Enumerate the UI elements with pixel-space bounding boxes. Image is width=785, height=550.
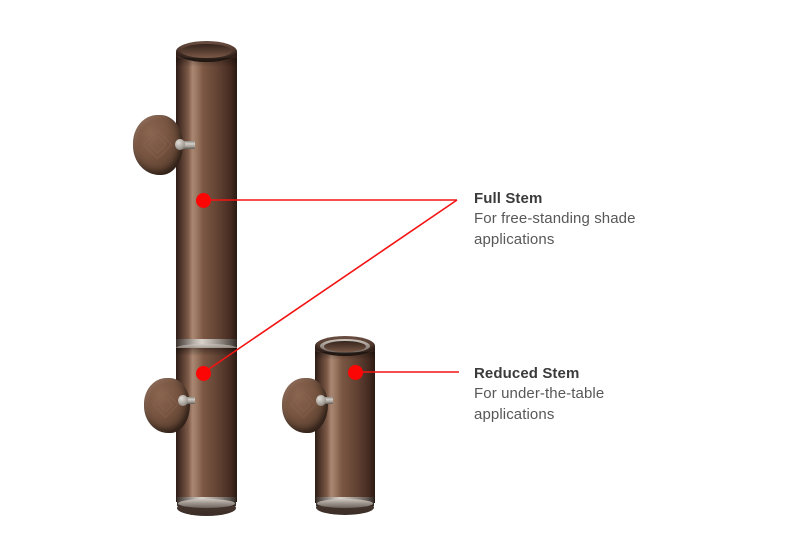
callout-full-stem-description-line-1: For free-standing shade: [474, 210, 636, 227]
callout-reduced-stem: Reduced Stem For under-the-table applica…: [474, 364, 604, 425]
callout-full-stem-description-line-2: applications: [474, 231, 555, 248]
marker-reduced-stem: [348, 365, 363, 380]
full-stem-upper-knob-screw-head-icon: [175, 139, 185, 150]
full-stem-lower-knob-screw-head-icon: [178, 395, 188, 406]
full-stem-top-opening: [181, 44, 232, 58]
reduced-stem-base-ring-lip: [317, 499, 373, 508]
callout-reduced-stem-description-line-2: applications: [474, 406, 555, 423]
reduced-stem-top-opening: [324, 341, 366, 352]
full-stem-upper-knob[interactable]: [133, 115, 183, 175]
callout-reduced-stem-description-line-1: For under-the-table: [474, 385, 605, 402]
full-stem-base-ring-lip: [178, 499, 235, 508]
marker-full-stem-lower: [196, 366, 211, 381]
callout-reduced-stem-title: Reduced Stem: [474, 365, 580, 382]
marker-full-stem-upper: [196, 193, 211, 208]
callout-full-stem: Full Stem For free-standing shade applic…: [474, 189, 636, 250]
reduced-stem-knob-screw-head-icon: [316, 395, 326, 406]
full-stem-upper-knob-shaft: [177, 141, 195, 149]
callout-full-stem-title: Full Stem: [474, 190, 543, 207]
knob-body: [133, 115, 183, 175]
